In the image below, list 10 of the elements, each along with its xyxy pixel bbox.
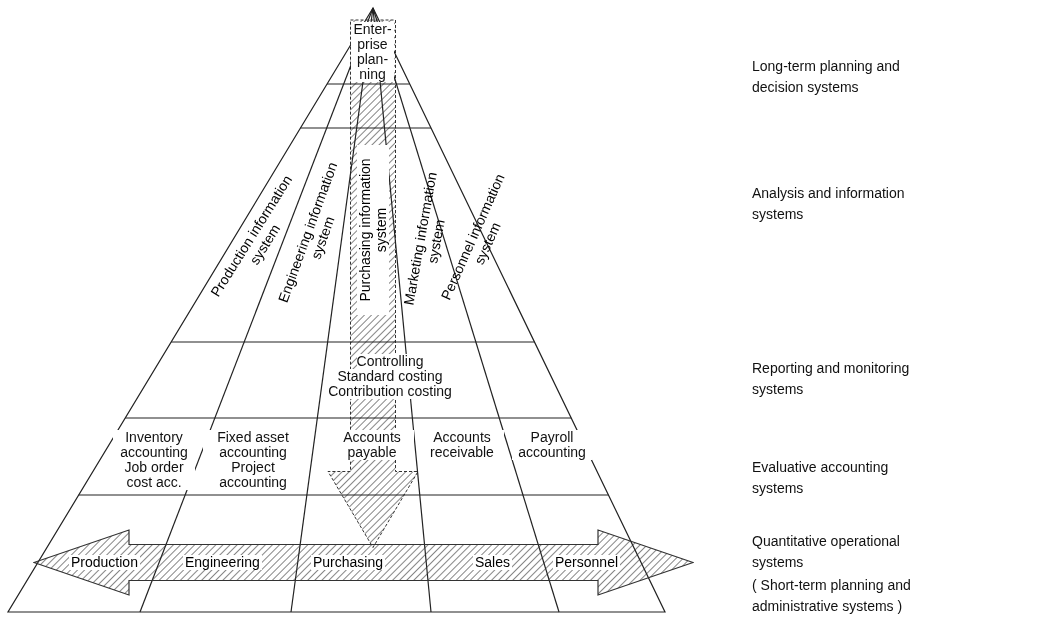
pyramid-cell-label: Enter- prise plan- ning <box>351 22 394 82</box>
level-label: Quantitative operational systems <box>752 532 901 572</box>
level-label: Reporting and monitoring systems <box>752 359 911 399</box>
level-label: ( Short-term planning and administrative systems ) <box>752 576 912 616</box>
level-label: Evaluative accounting systems <box>752 458 890 498</box>
pyramid-cell-label: Controlling Standard costing Contribution costing <box>315 354 465 399</box>
pyramid-cell-label: Payroll accounting <box>512 430 592 460</box>
level-label: Long-term planning and decision systems <box>752 57 901 97</box>
pyramid-cell-label: Purchasing information system <box>357 145 389 315</box>
level-label: Analysis and information systems <box>752 184 906 224</box>
